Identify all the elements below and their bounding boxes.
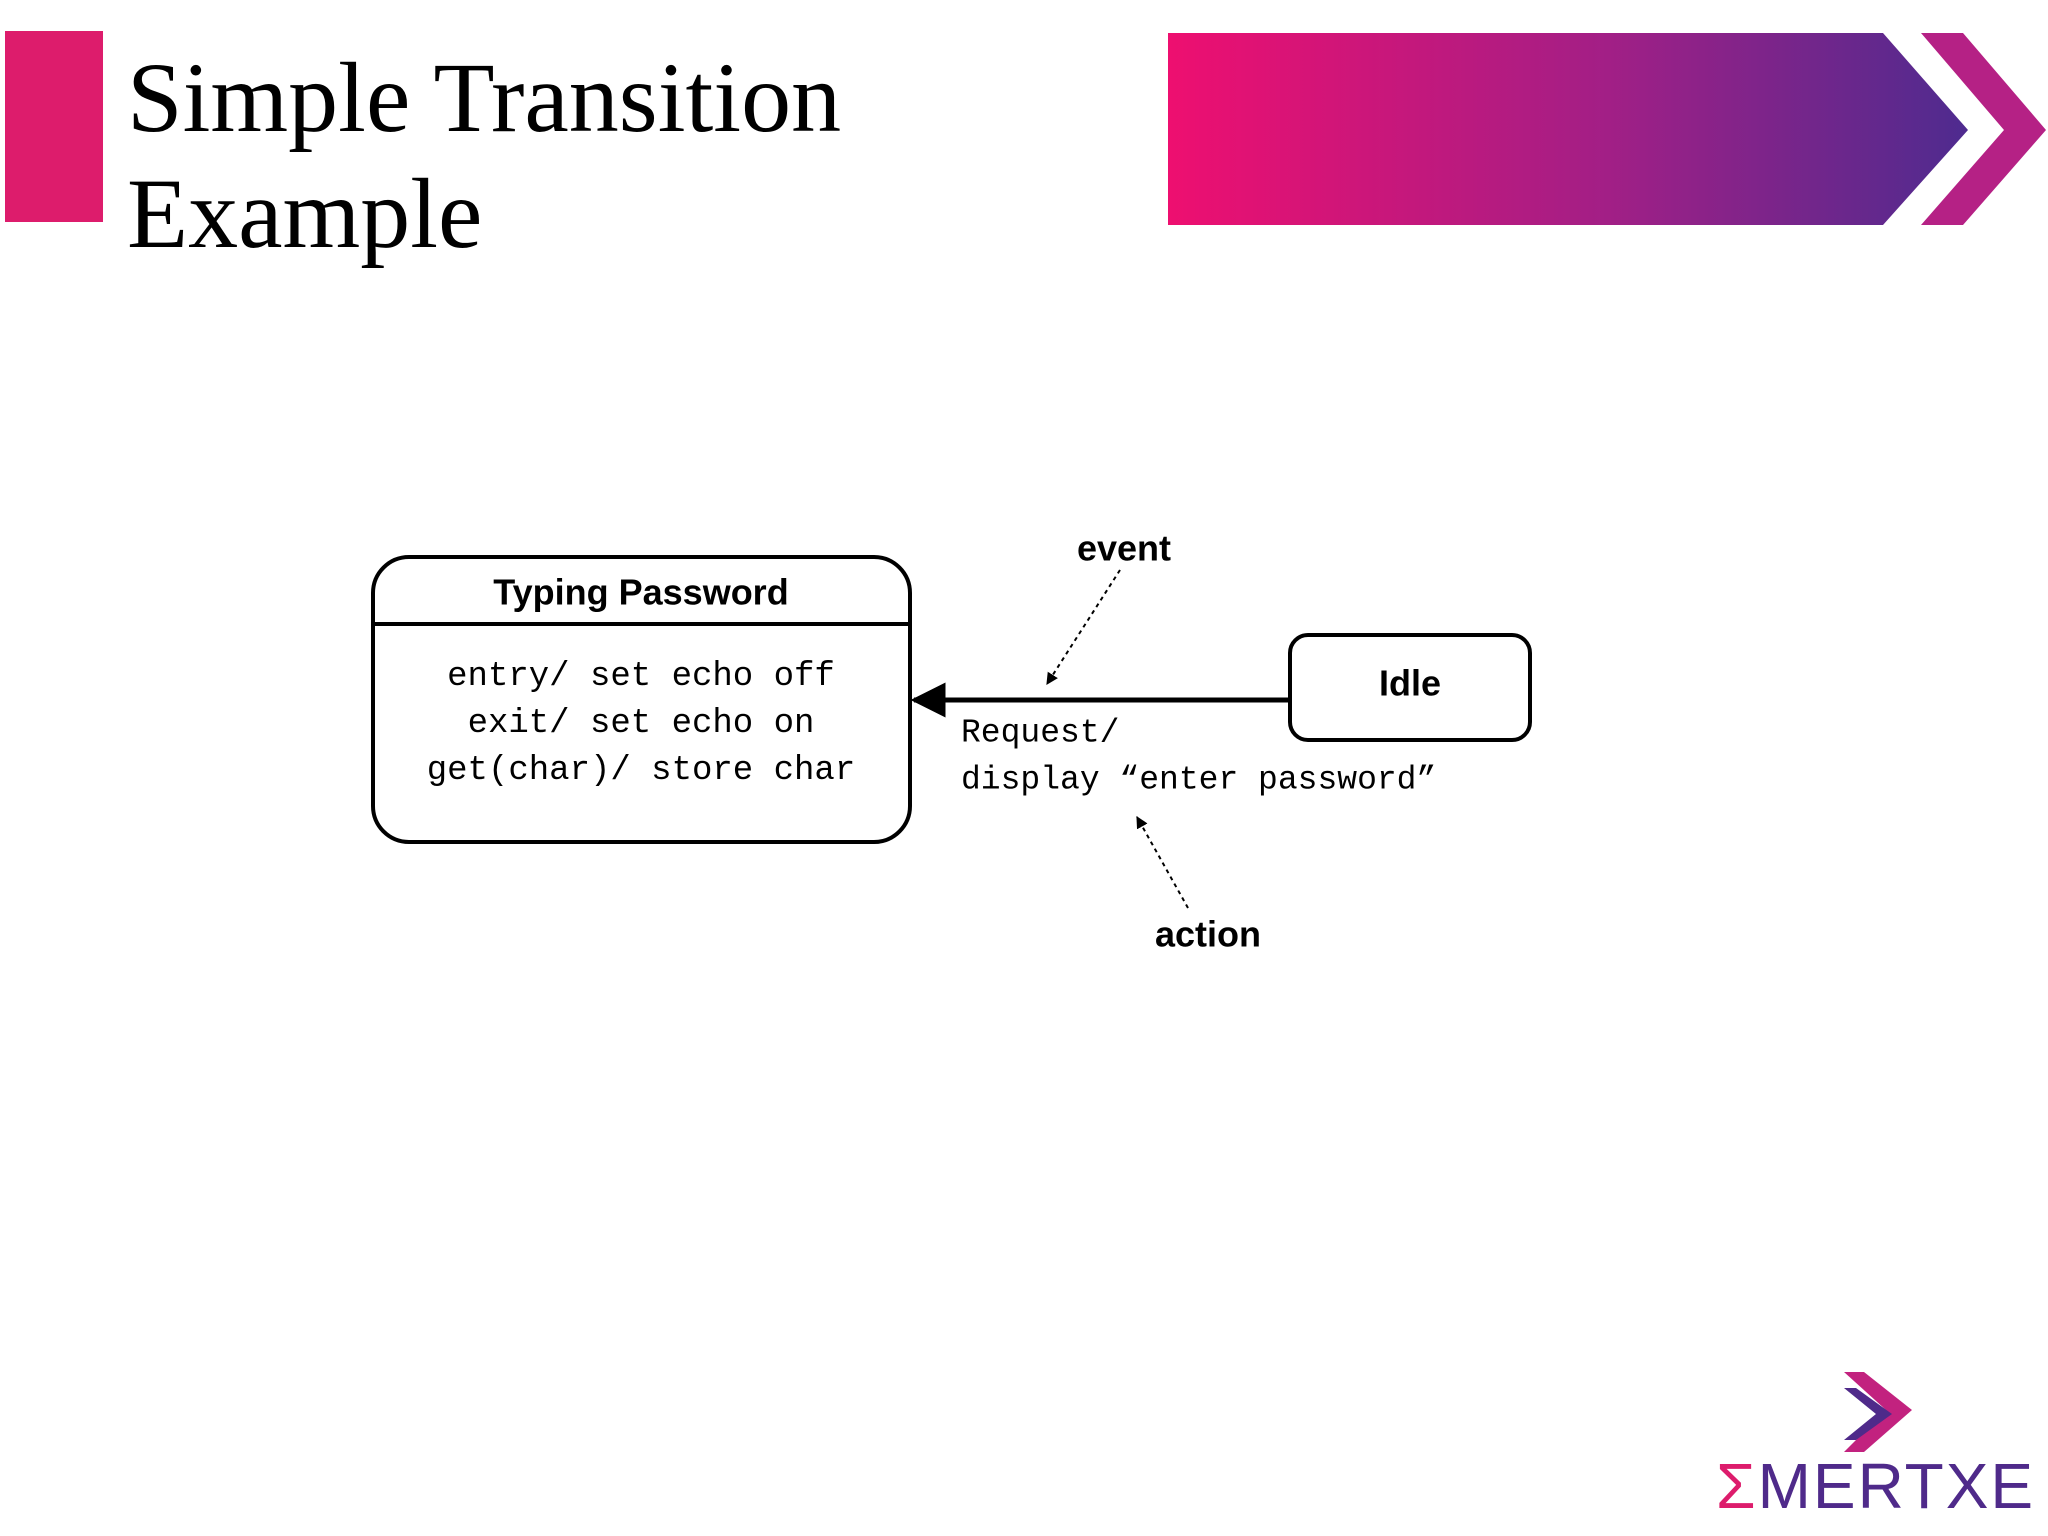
state-idle-name: Idle — [1379, 663, 1441, 704]
state-idle-box — [1288, 633, 1532, 742]
state-idle: Idle — [1288, 633, 1532, 742]
banner-arrow-shape — [1168, 33, 1968, 225]
slide-title: Simple Transition Example — [127, 40, 841, 272]
state-typing-password-box — [371, 555, 912, 844]
title-accent-bar — [5, 31, 103, 222]
state-action-get-char: get(char)/ store char — [427, 752, 855, 790]
annotation-action-pointer — [1136, 815, 1189, 909]
logo-wordmark: MERTXE — [1757, 1450, 2036, 1522]
annotation-action: action — [1155, 914, 1261, 955]
annotation-event: event — [1077, 528, 1171, 569]
header-chevron-banner — [1168, 33, 2046, 225]
state-action-entry: entry/ set echo off — [447, 658, 835, 696]
slide-title-line-1: Simple Transition — [127, 42, 842, 153]
transition-label-action: display “enter password” — [961, 762, 1436, 799]
company-logo: ΣMERTXE — [1716, 1454, 2035, 1518]
company-logo-chevron-icon — [1844, 1372, 1912, 1452]
transition-label-event: Request/ — [961, 715, 1119, 752]
logo-sigma: Σ — [1716, 1450, 1758, 1522]
state-typing-password-name: Typing Password — [493, 572, 788, 613]
banner-chevron-icon — [1921, 33, 2046, 225]
state-typing-password: Typing Password entry/ set echo off exit… — [371, 555, 912, 844]
slide-title-line-2: Example — [127, 158, 483, 269]
state-action-exit: exit/ set echo on — [468, 705, 815, 743]
annotation-event-pointer — [1046, 569, 1121, 686]
